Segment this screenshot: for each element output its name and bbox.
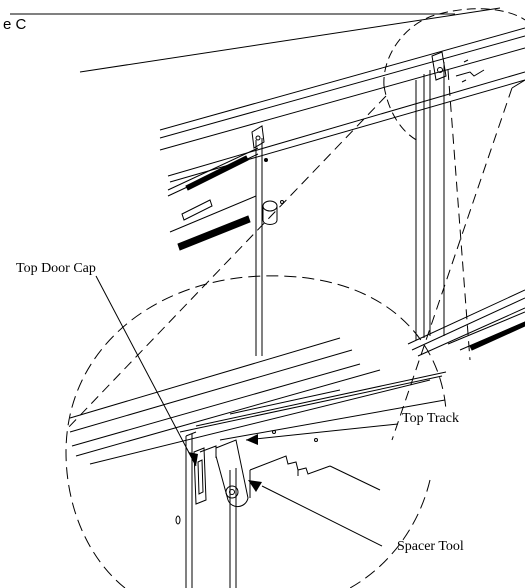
upper-track-rails <box>10 7 525 183</box>
arrowhead-top-track <box>246 434 258 445</box>
detail-door-panel <box>175 431 237 588</box>
label-spacer-tool: Spacer Tool <box>397 539 464 554</box>
detail-door-cap <box>193 447 207 505</box>
upper-door-edge-left <box>251 125 268 356</box>
arrowhead-spacer-tool <box>248 480 262 492</box>
detail-spacer-tool <box>199 439 249 507</box>
figure-caption-fragment: e C <box>3 16 27 33</box>
upper-door-frame-right <box>415 51 485 340</box>
label-top-door-cap: Top Door Cap <box>16 261 96 276</box>
detail-circle-large <box>65 275 447 588</box>
upper-knob <box>262 200 284 225</box>
callout-arrowheads <box>188 434 262 492</box>
detail-rails <box>69 337 447 465</box>
detail-circle-small <box>383 8 525 143</box>
lower-right-track <box>407 289 525 357</box>
callout-leaders <box>95 79 525 547</box>
upper-track-channel <box>167 147 259 251</box>
arrowhead-top-door-cap <box>188 452 198 466</box>
label-top-track: Top Track <box>402 411 459 426</box>
detail-bracket-notch <box>249 430 381 498</box>
projection-lines <box>65 69 513 441</box>
